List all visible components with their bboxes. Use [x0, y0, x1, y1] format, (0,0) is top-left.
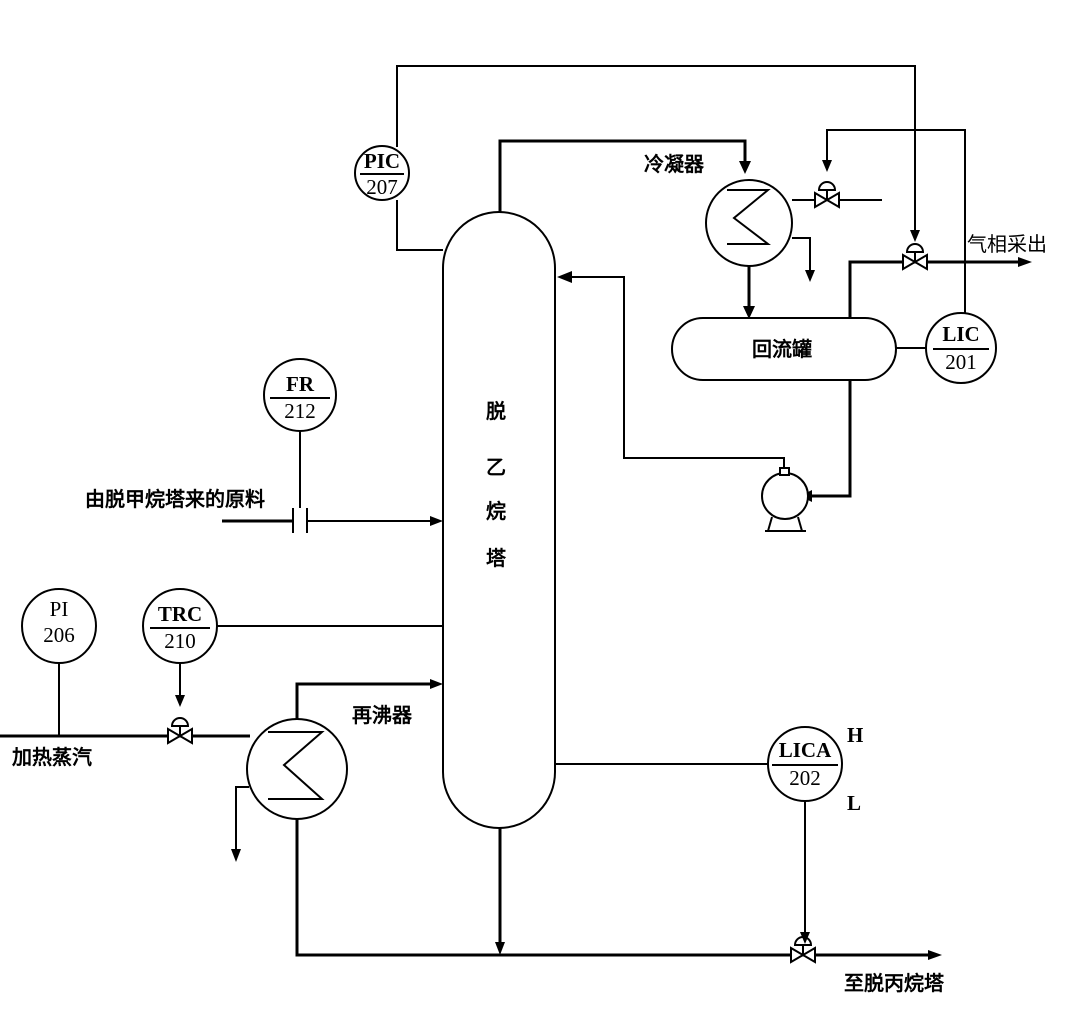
condenser-label: 冷凝器 — [644, 152, 705, 176]
pic-signal-line — [396, 65, 916, 232]
trc-number: 210 — [164, 629, 196, 653]
lica-number: 202 — [789, 766, 821, 790]
trc-tag: TRC — [158, 602, 202, 626]
pic-signal-arrow — [910, 230, 920, 242]
column-char-2: 乙 — [486, 455, 506, 479]
condensate-outlet-line — [235, 786, 249, 851]
condensate-outlet-arrow — [231, 849, 241, 862]
gas-product-valve — [902, 243, 928, 271]
high-alarm-label: H — [847, 723, 863, 747]
trc-signal-arrow — [175, 695, 185, 707]
gas-product-label: 气相采出 — [967, 232, 1047, 256]
pi-206-instrument: PI 206 — [21, 588, 97, 664]
column-char-3: 烷 — [486, 499, 506, 523]
reboiler-label: 再沸器 — [352, 703, 413, 727]
overhead-arrow — [739, 161, 751, 174]
reflux-pump — [761, 467, 809, 532]
low-alarm-label: L — [847, 791, 861, 815]
pic-tag: PIC — [364, 149, 400, 173]
reboiler-vapor-return — [295, 682, 431, 719]
pi-tag: PI — [50, 597, 69, 621]
overhead-vapor-line — [498, 139, 747, 212]
fr-tag: FR — [286, 372, 315, 396]
drum-to-pump-line — [810, 380, 852, 498]
pic-number: 207 — [366, 175, 398, 199]
reflux-return-line — [570, 276, 785, 468]
to-depropanizer-label: 至脱丙烷塔 — [844, 971, 945, 995]
fr-212-instrument: FR 212 — [263, 358, 337, 432]
lica-202-instrument: LICA 202 — [767, 726, 843, 802]
lic-tag: LIC — [942, 322, 979, 346]
coolant-outlet-line — [792, 237, 811, 272]
column-char-4: 塔 — [486, 546, 507, 570]
condenser — [705, 179, 793, 267]
gas-product-arrow — [1018, 257, 1032, 267]
feed-arrow — [430, 516, 443, 526]
column-char-1: 脱 — [486, 399, 506, 423]
coolant-control-valve — [814, 181, 840, 209]
gas-product-line — [848, 260, 1020, 318]
feed-label: 由脱甲烷塔来的原料 — [85, 487, 265, 511]
condenser-coil — [727, 189, 771, 245]
pic-207-instrument: PIC 207 — [354, 145, 410, 201]
reboiler-coil — [268, 731, 325, 800]
reboiler-feed-line — [295, 819, 930, 957]
pi-number: 206 — [43, 623, 75, 647]
reboiler-vapor-arrow — [430, 679, 443, 689]
steam-control-valve — [167, 717, 193, 745]
reflux-return-arrow — [557, 271, 572, 283]
bottoms-product-arrow — [928, 950, 942, 960]
deethanizer-column: 脱 乙 烷 塔 — [442, 211, 556, 829]
reflux-drum-label: 回流罐 — [752, 337, 812, 361]
lic-signal-line — [826, 129, 966, 313]
condensate-arrow — [743, 306, 755, 319]
steam-label: 加热蒸汽 — [11, 745, 92, 769]
reboiler — [246, 718, 348, 820]
lic-201-instrument: LIC 201 — [925, 312, 997, 384]
coolant-outlet-arrow — [805, 270, 815, 282]
bottoms-control-valve — [790, 936, 816, 964]
trc-210-instrument: TRC 210 — [142, 588, 218, 664]
column-bottom-arrow — [495, 942, 505, 955]
fr-number: 212 — [284, 399, 316, 423]
lica-signal-arrow — [800, 932, 810, 944]
lic-number: 201 — [945, 350, 977, 374]
lica-tag: LICA — [779, 738, 832, 762]
lic-signal-arrow — [822, 160, 832, 172]
pic-tap-line — [396, 200, 443, 251]
